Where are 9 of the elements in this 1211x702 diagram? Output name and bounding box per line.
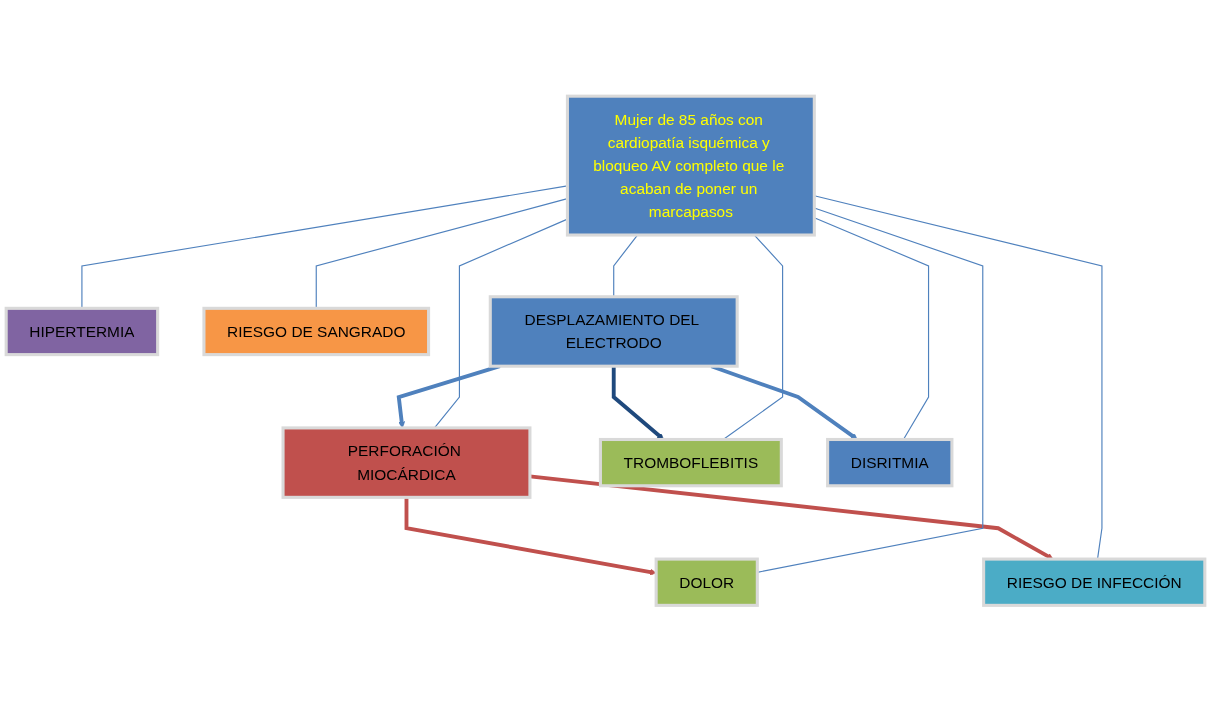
- node-box: RIESGO DE INFECCIÓN: [982, 557, 1207, 608]
- node-box: DOLOR: [654, 557, 759, 608]
- node-box: DISRITMIA: [826, 438, 954, 488]
- node-box: TROMBOFLEBITIS: [598, 438, 783, 488]
- node-box: RIESGO DE SANGRADO: [202, 307, 431, 357]
- node-box: DESPLAZAMIENTO DEL ELECTRODO: [488, 295, 739, 368]
- node-box: HIPERTERMIA: [4, 307, 160, 357]
- node-box: PERFORACIÓN MIOCÁRDICA: [281, 426, 532, 500]
- node-box: Mujer de 85 años con cardiopatía isquémica y bloqueo AV completo que le acaban de poner un marcapasos: [565, 94, 816, 237]
